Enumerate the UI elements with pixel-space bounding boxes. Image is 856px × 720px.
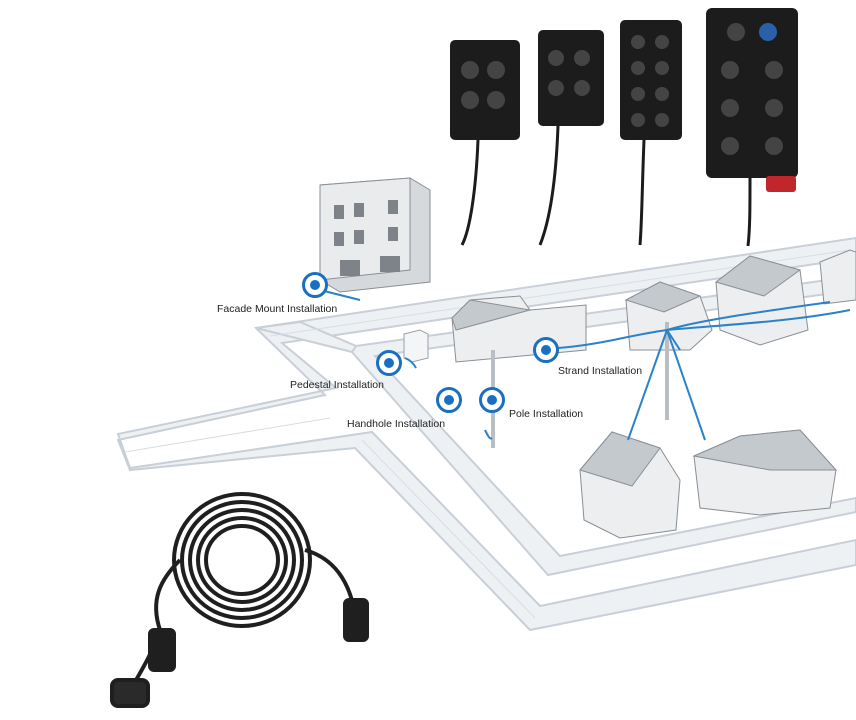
drop-cable-coil: [110, 492, 369, 708]
pole-marker-icon[interactable]: [479, 387, 505, 413]
house-6: [692, 429, 838, 516]
house-5: [579, 431, 681, 539]
terminal-4-port-b: [538, 30, 604, 246]
pole-label: Pole Installation: [509, 408, 584, 420]
terminal-12-port: [706, 8, 798, 247]
apartment-building: [319, 177, 431, 293]
handhole-label: Handhole Installation: [347, 418, 446, 430]
pedestal-box: [403, 329, 429, 363]
pedestal-marker-icon[interactable]: [376, 350, 402, 376]
pedestal-label: Pedestal Installation: [290, 379, 384, 391]
strand-label: Strand Installation: [558, 365, 643, 377]
terminal-4-port: [450, 40, 520, 246]
terminal-products: [450, 8, 798, 247]
strand-marker-icon[interactable]: [533, 337, 559, 363]
handhole-marker-icon[interactable]: [436, 387, 462, 413]
house-4: [819, 249, 856, 305]
house-1: [451, 295, 587, 363]
terminal-8-port: [620, 20, 682, 246]
facade-mount-label: Facade Mount Installation: [217, 303, 338, 315]
facade-marker-icon[interactable]: [302, 272, 328, 298]
house-3: [714, 255, 809, 346]
